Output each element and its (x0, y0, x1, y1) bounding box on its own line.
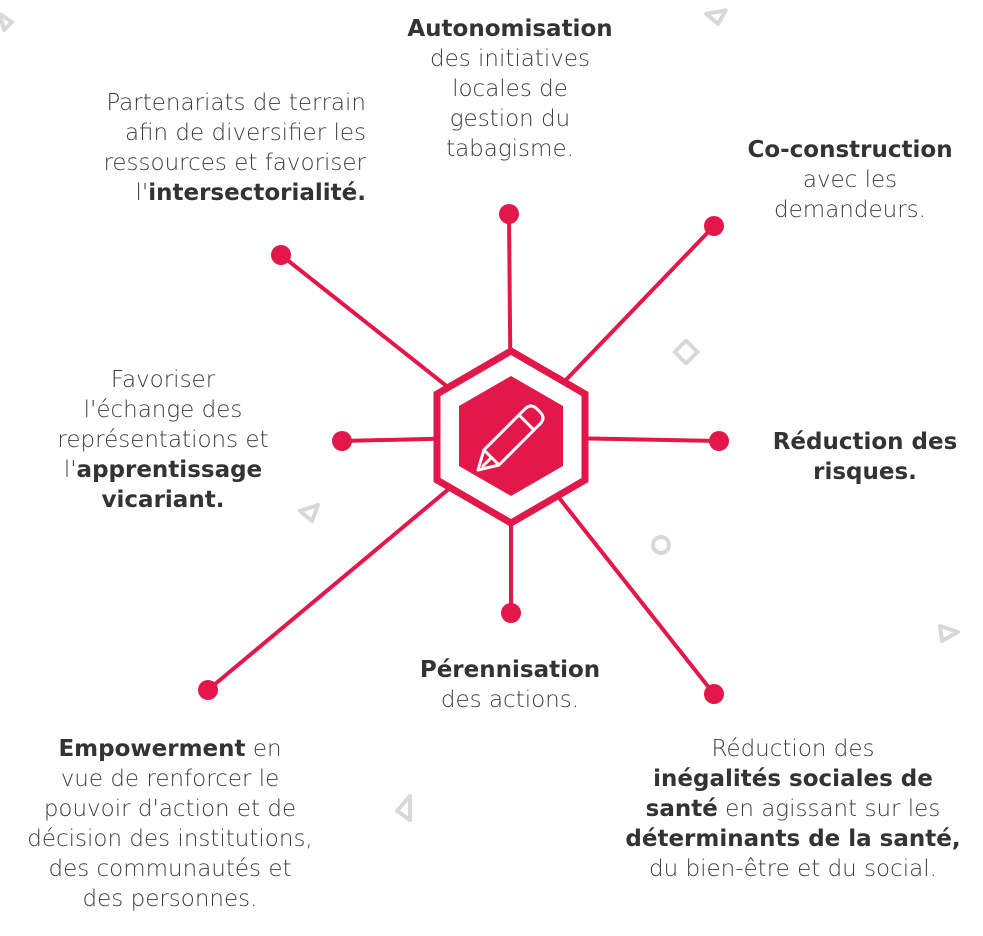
node-favoriser: Favoriser l'échange des représentations … (40, 365, 286, 515)
partenariats-line: afin de diversifier les (124, 120, 366, 146)
inegalites-keyword: déterminants de la santé, (625, 826, 961, 852)
connector-inegalites-dot (704, 684, 724, 704)
coconstruction-line: avec les (802, 167, 898, 193)
connector-partenariats-dot (271, 245, 291, 265)
connector-coconstruction-dot (704, 216, 724, 236)
favoriser-line: Favoriser (110, 367, 216, 393)
partenariats-line: ressources et favoriser (103, 150, 366, 176)
perennisation-line: des actions. (440, 687, 580, 713)
connector-perennisation-dot (501, 603, 521, 623)
reduction-risques-title: Réduction des (772, 429, 958, 455)
empowerment-line: décision des institutions, (27, 826, 313, 852)
coconstruction-title: Co-construction (747, 137, 953, 163)
inegalites-line: du bien-être et du social. (649, 856, 937, 882)
decor-triangle (0, 12, 14, 32)
node-partenariats: Partenariats de terrain afin de diversif… (20, 88, 366, 208)
decor-triangle (938, 624, 960, 643)
coconstruction-line: demandeurs. (774, 197, 926, 223)
empowerment-line: pouvoir d'action et de (43, 796, 297, 822)
favoriser-keyword: apprentissage (76, 457, 263, 483)
autonomisation-title: Autonomisation (407, 16, 613, 42)
node-autonomisation: Autonomisation des initiatives locales d… (392, 14, 628, 164)
partenariats-line: Partenariats de terrain (106, 90, 366, 116)
connector-reduction-risques-dot (709, 431, 729, 451)
autonomisation-line: locales de (452, 76, 568, 102)
central-hub (433, 346, 589, 528)
favoriser-keyword: vicariant. (101, 487, 225, 513)
empowerment-line: des communautés et (48, 856, 292, 882)
connector-autonomisation-dot (499, 204, 519, 224)
autonomisation-line: des initiatives (429, 46, 591, 72)
favoriser-line: représentations et (57, 427, 269, 453)
node-coconstruction: Co-construction avec les demandeurs. (732, 135, 968, 225)
node-inegalites: Réduction des inégalités sociales de san… (608, 734, 978, 884)
inegalites-keyword: santé (645, 796, 718, 822)
decor-diamond (672, 338, 700, 366)
empowerment-line: des personnes. (82, 886, 258, 912)
decor-triangle (704, 8, 728, 26)
decor-circle (651, 535, 671, 555)
connector-empowerment-dot (198, 680, 218, 700)
favoriser-prefix: l' (63, 457, 77, 483)
partenariats-prefix: l' (135, 180, 149, 206)
autonomisation-line: gestion du (449, 106, 571, 132)
inegalites-line: Réduction des (711, 736, 875, 762)
favoriser-line: l'échange des (83, 397, 243, 423)
node-empowerment: Empowerment en vue de renforcer le pouvo… (0, 734, 340, 914)
empowerment-suffix: en (245, 736, 282, 762)
reduction-risques-title: risques. (813, 459, 917, 485)
node-perennisation: Pérennisation des actions. (400, 655, 620, 715)
inegalites-mid: en agissant sur les (717, 796, 941, 822)
decorative-shapes (0, 8, 960, 822)
node-reduction-risques: Réduction des risques. (752, 427, 978, 487)
connectors (198, 204, 729, 704)
autonomisation-line: tabagisme. (446, 136, 574, 162)
perennisation-title: Pérennisation (419, 657, 601, 683)
inegalites-keyword: inégalités sociales de (653, 766, 933, 792)
partenariats-keyword: intersectorialité. (148, 180, 366, 206)
pencil-icon (476, 404, 545, 472)
empowerment-line: vue de renforcer le (60, 766, 280, 792)
decor-triangle (395, 794, 412, 822)
decor-triangle (298, 503, 320, 523)
connector-favoriser-dot (332, 431, 352, 451)
empowerment-title: Empowerment (58, 736, 246, 762)
